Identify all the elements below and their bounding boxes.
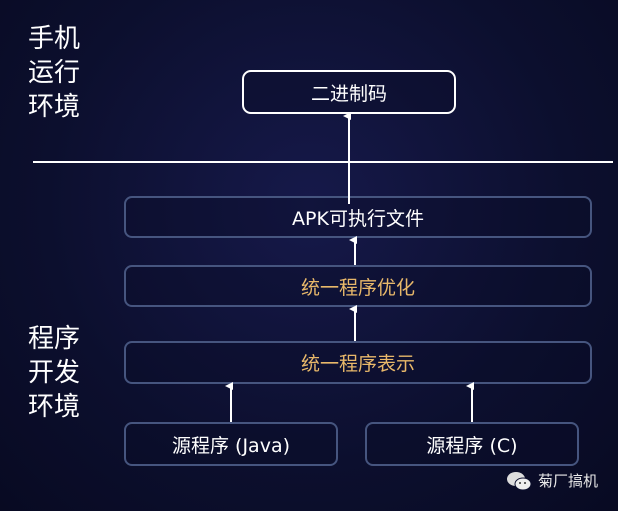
environment-divider xyxy=(33,161,613,163)
source-c-node: 源程序 (C) xyxy=(365,422,579,466)
watermark: 菊厂搞机 xyxy=(506,470,598,491)
watermark-text: 菊厂搞机 xyxy=(538,472,599,490)
optimize-node: 统一程序优化 xyxy=(124,265,592,307)
represent-node: 统一程序表示 xyxy=(124,341,592,384)
runtime-env-label: 手机运行环境 xyxy=(28,24,81,122)
dev-env-label: 程序开发环境 xyxy=(28,324,81,422)
wechat-icon xyxy=(507,471,532,490)
apk-node: APK可执行文件 xyxy=(124,196,592,238)
source-java-node: 源程序 (Java) xyxy=(124,422,338,466)
